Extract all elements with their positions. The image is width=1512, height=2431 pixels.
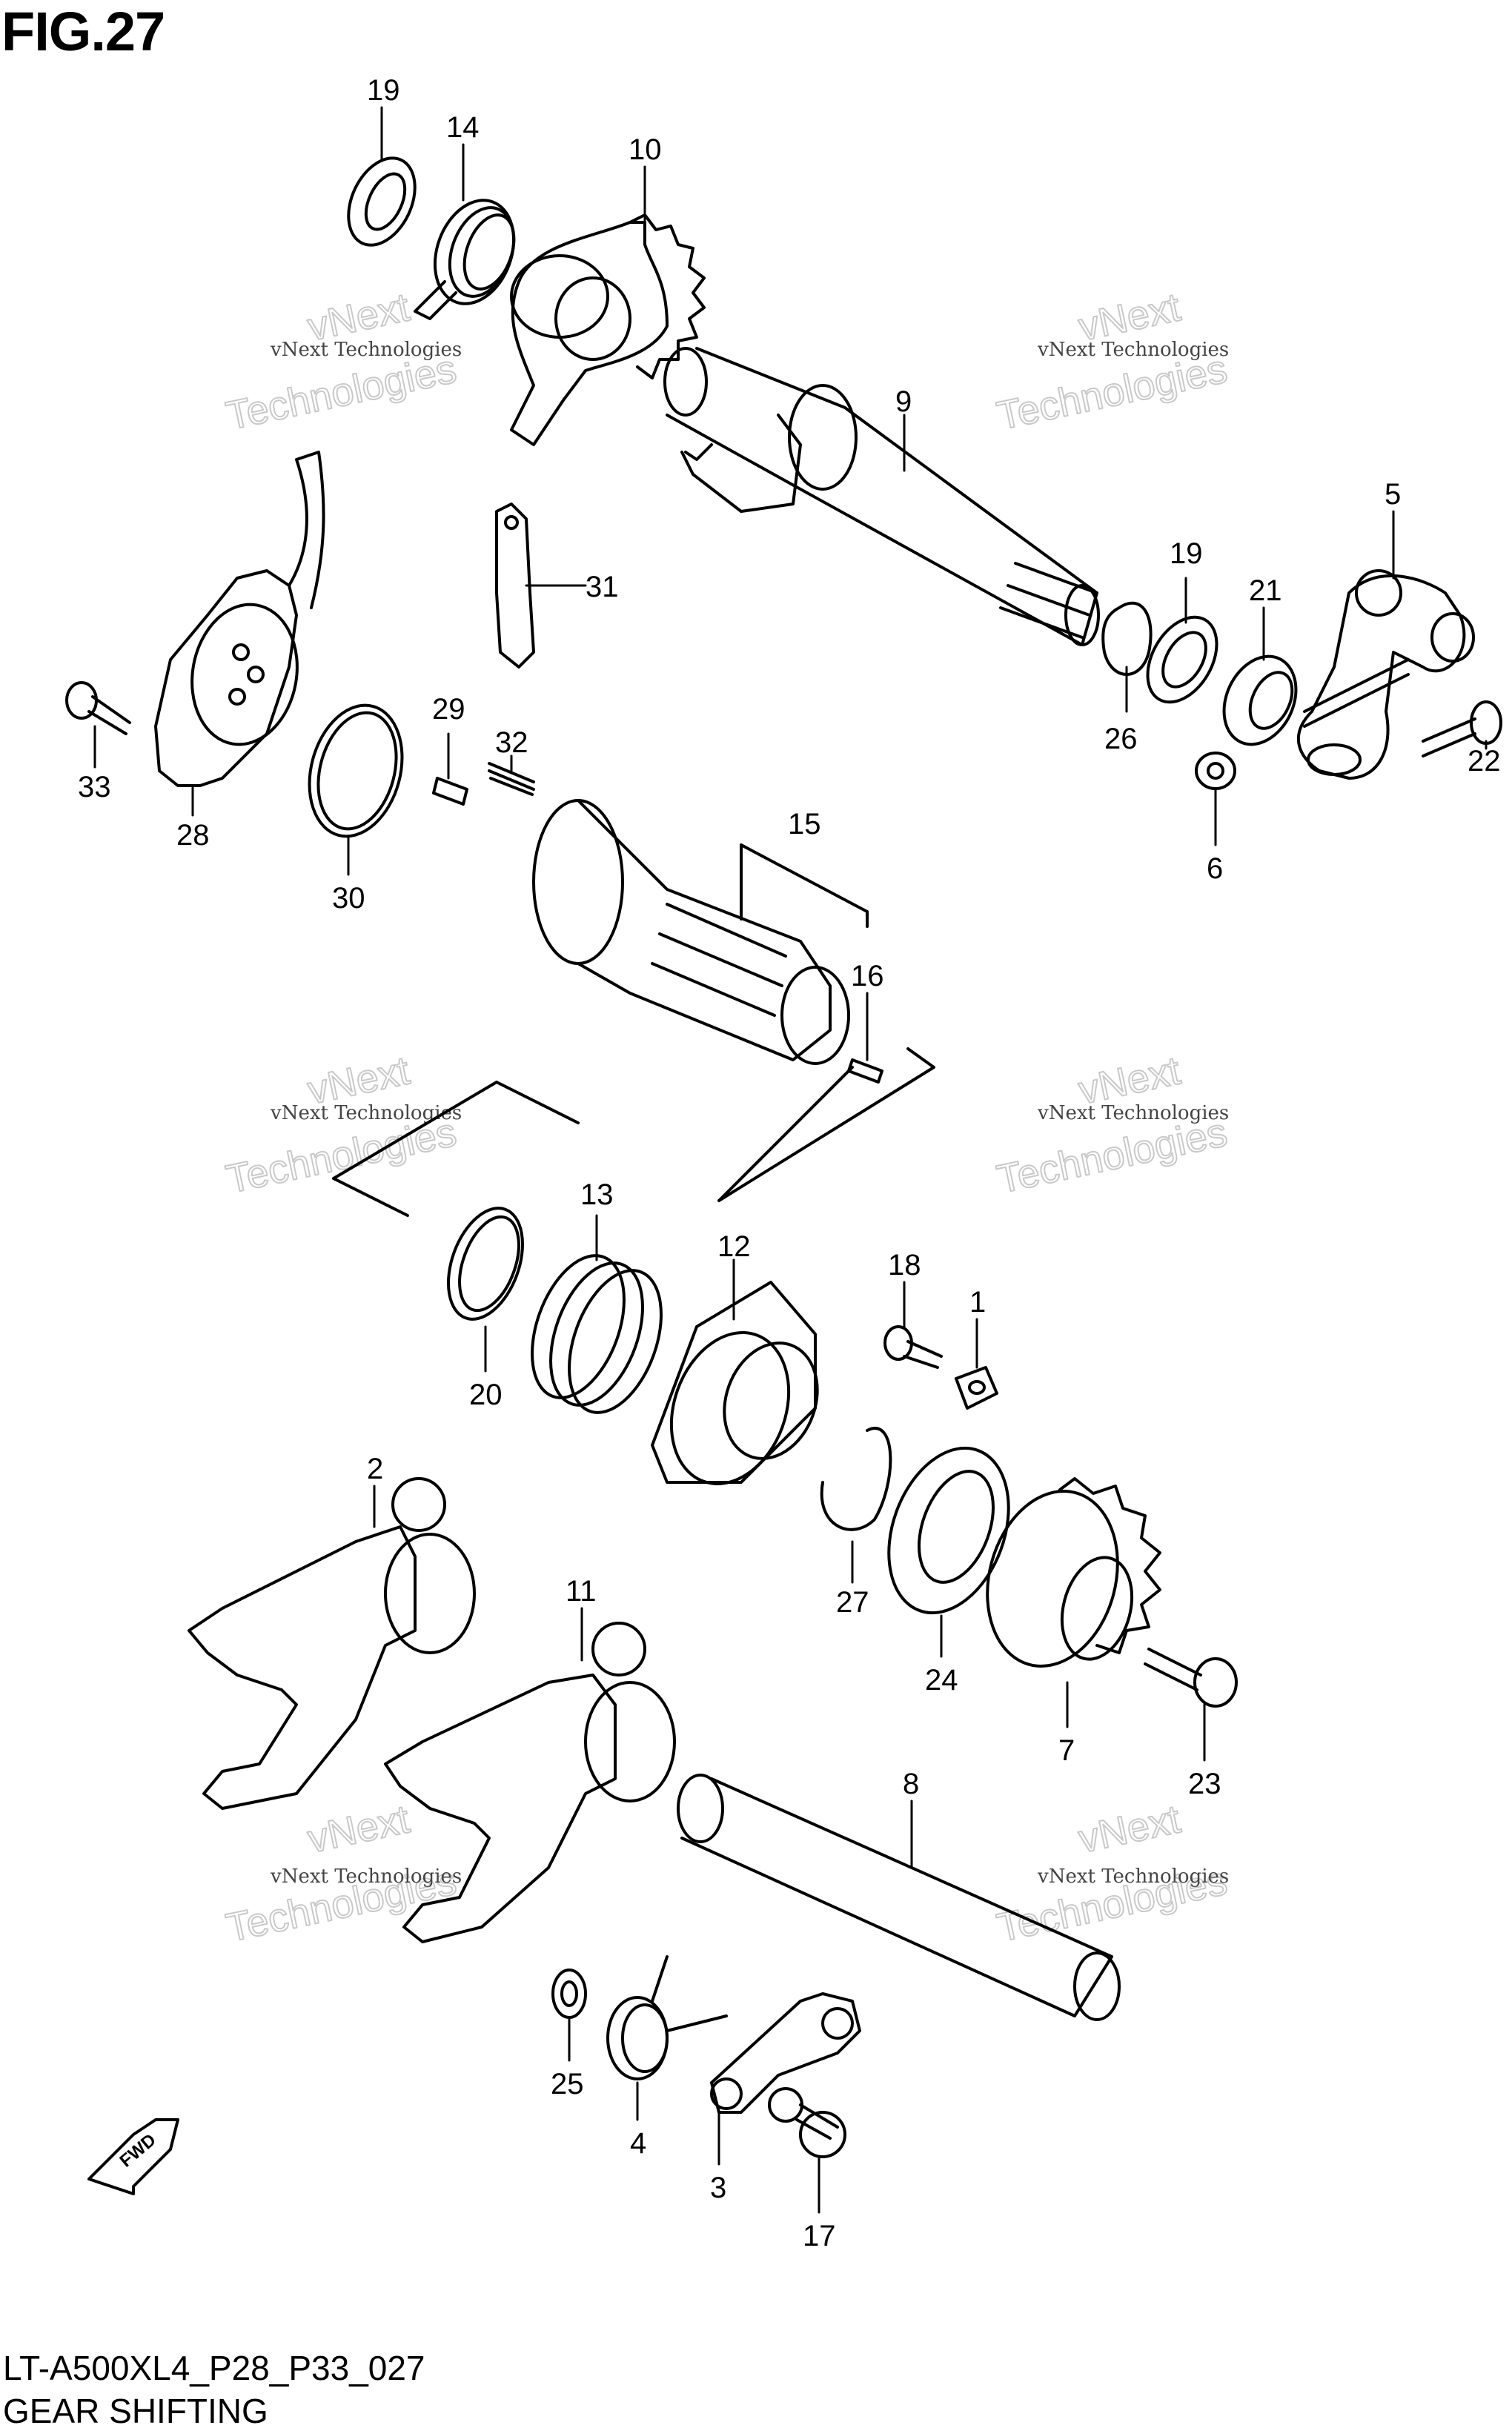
bolt-33 — [65, 681, 131, 735]
bolt-23 — [1144, 1648, 1238, 1708]
watermark-top-left: Technologies vNext Technologies vNext — [222, 284, 462, 439]
ring-20 — [447, 1207, 524, 1321]
callout-24: 24 — [925, 1664, 958, 1697]
washer-1 — [955, 1366, 998, 1410]
bearing-21 — [1222, 654, 1298, 746]
callout-29: 29 — [432, 693, 465, 726]
spring-32 — [488, 762, 535, 796]
svg-text:vNext Technologies: vNext Technologies — [1037, 1102, 1229, 1124]
circlip-27 — [820, 1427, 892, 1531]
assembly-bracket-15 — [740, 843, 869, 928]
watermark-bottom-left: Technologies vNext Technologies vNext — [222, 1796, 462, 1951]
washer-19-right — [1146, 615, 1218, 704]
watermark-mid-right: Technologies vNext Technologies vNext — [992, 1047, 1232, 1202]
stopper-arm-3 — [710, 1992, 861, 2114]
callout-12: 12 — [717, 1230, 751, 1263]
pin-16 — [847, 1058, 883, 1084]
plate-31 — [495, 503, 535, 669]
svg-text:vNext Technologies: vNext Technologies — [270, 339, 462, 361]
leader-lines — [93, 106, 1488, 2214]
circlip-26 — [1101, 601, 1153, 676]
callout-17: 17 — [803, 2220, 836, 2252]
callout-31: 31 — [586, 571, 619, 603]
svg-text:vNext Technologies: vNext Technologies — [1037, 1865, 1229, 1888]
washer-25 — [551, 1969, 587, 2019]
callout-19-top: 19 — [367, 74, 400, 107]
callout-8: 8 — [903, 1768, 919, 1800]
svg-text:vNext Technologies: vNext Technologies — [270, 1865, 462, 1888]
callout-7: 7 — [1058, 1734, 1075, 1767]
nut-6 — [1195, 752, 1236, 790]
callout-26: 26 — [1104, 723, 1138, 755]
gear-7 — [986, 1477, 1161, 1668]
svg-text:vNext: vNext — [304, 1797, 414, 1861]
watermark-bottom-right: Technologies vNext Technologies vNext — [992, 1796, 1232, 1951]
callout-18: 18 — [888, 1249, 921, 1281]
callout-28: 28 — [176, 819, 210, 852]
callout-4: 4 — [630, 2127, 646, 2160]
spring-4 — [606, 1955, 728, 2080]
callout-11: 11 — [566, 1575, 597, 1608]
washer-19-top — [347, 156, 417, 247]
callout-2: 2 — [367, 1453, 383, 1485]
svg-text:vNext: vNext — [1075, 1797, 1184, 1861]
figure-name: GEAR SHIFTING — [3, 2392, 268, 2430]
shift-fork-11 — [384, 1622, 676, 1943]
callout-10: 10 — [629, 133, 662, 166]
callout-3: 3 — [710, 2172, 726, 2204]
callout-20: 20 — [469, 1379, 503, 1411]
callout-15: 15 — [788, 808, 821, 840]
callout-19-right: 19 — [1170, 537, 1203, 570]
callout-32: 32 — [495, 726, 528, 759]
watermark-top-right: Technologies vNext Technologies vNext — [992, 284, 1232, 439]
callout-14: 14 — [446, 111, 480, 144]
callout-27: 27 — [836, 1586, 869, 1619]
bearing-24 — [887, 1446, 1010, 1615]
callout-13: 13 — [580, 1178, 614, 1211]
callout-23: 23 — [1188, 1768, 1221, 1800]
gearshift-cam-15 — [532, 799, 850, 1065]
shift-arm-10 — [510, 213, 706, 446]
callout-6: 6 — [1207, 852, 1223, 885]
o-ring-30 — [308, 703, 404, 838]
callout-9: 9 — [895, 385, 912, 418]
assembly-outline — [332, 1047, 935, 1217]
shift-fork-2 — [188, 1477, 476, 1810]
cam-guide-12 — [651, 1281, 819, 1485]
callout-33: 33 — [78, 771, 111, 803]
svg-text:vNext Technologies: vNext Technologies — [1037, 339, 1229, 361]
callout-25: 25 — [551, 2068, 584, 2100]
cover-28 — [154, 451, 325, 787]
callout-5: 5 — [1385, 478, 1401, 511]
bolt-17 — [768, 2087, 846, 2158]
spring-14 — [414, 199, 516, 320]
bolt-18 — [883, 1325, 943, 1369]
figure-title: FIG.27 — [1, 1, 165, 62]
figure-code: LT-A500XL4_P28_P33_027 — [3, 2349, 425, 2387]
callout-22: 22 — [1468, 745, 1501, 777]
spring-13 — [531, 1254, 663, 1414]
fwd-arrow-icon: FWD — [87, 2118, 179, 2195]
callout-16: 16 — [851, 960, 884, 992]
callout-21: 21 — [1249, 574, 1282, 607]
callout-30: 30 — [332, 882, 365, 915]
part-callouts: 19 14 10 9 5 19 21 31 26 22 6 33 28 30 2… — [78, 74, 1501, 2252]
callout-1: 1 — [969, 1286, 986, 1319]
pin-29 — [432, 777, 468, 806]
shift-lever-5 — [1297, 569, 1475, 780]
shift-shaft-9 — [663, 347, 1100, 646]
